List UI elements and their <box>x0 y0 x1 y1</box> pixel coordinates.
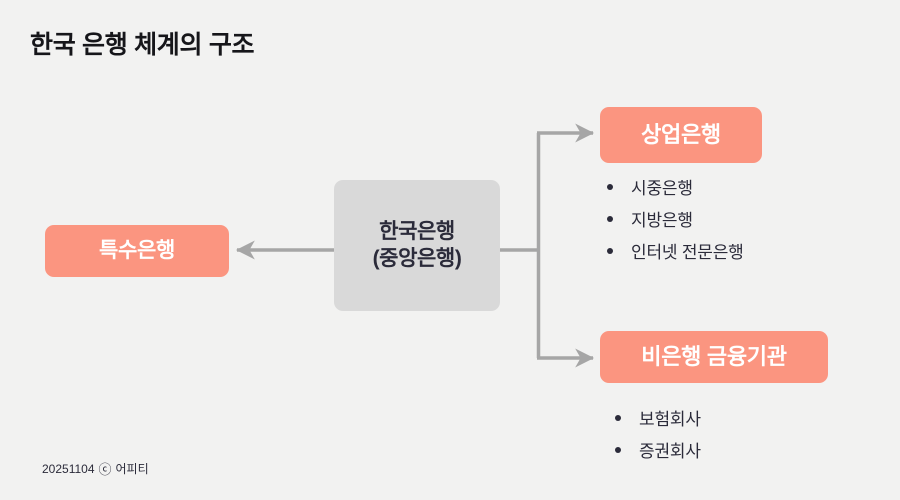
node-central-bank-line1: 한국은행 <box>379 219 455 243</box>
bullet-dot-icon <box>607 184 613 190</box>
list-item: 인터넷 전문은행 <box>607 238 744 263</box>
node-commercial-bank-label: 상업은행 <box>641 121 721 147</box>
bullet-dot-icon <box>615 447 621 453</box>
list-item-label: 증권회사 <box>639 442 701 461</box>
page-title: 한국 은행 체계의 구조 <box>30 31 255 59</box>
list-item: 지방은행 <box>607 206 744 231</box>
footer-date: 20251104 <box>42 461 95 476</box>
copyright-icon: ⓒ <box>98 462 112 477</box>
bullet-dot-icon <box>615 415 621 421</box>
node-special-bank[interactable]: 특수은행 <box>45 225 229 277</box>
list-item-label: 보험회사 <box>639 410 701 429</box>
list-item: 시중은행 <box>607 174 744 199</box>
commercial-bank-item-list: 시중은행 지방은행 인터넷 전문은행 <box>607 174 744 270</box>
bullet-dot-icon <box>607 216 613 222</box>
node-commercial-bank[interactable]: 상업은행 <box>600 107 762 163</box>
list-item-label: 시중은행 <box>631 179 693 198</box>
node-nonbank-institution-label: 비은행 금융기관 <box>641 343 787 369</box>
node-nonbank-institution[interactable]: 비은행 금융기관 <box>600 331 828 383</box>
list-item: 보험회사 <box>615 405 701 430</box>
footer-publisher: 어피티 <box>115 462 149 476</box>
nonbank-institution-item-list: 보험회사 증권회사 <box>615 405 701 469</box>
list-item-label: 인터넷 전문은행 <box>631 243 744 262</box>
list-item-label: 지방은행 <box>631 211 693 230</box>
footer-credit: 20251104 ⓒ 어피티 <box>42 459 149 478</box>
node-special-bank-label: 특수은행 <box>98 238 176 262</box>
list-item: 증권회사 <box>615 437 701 462</box>
node-central-bank[interactable]: 한국은행 (중앙은행) <box>334 180 500 311</box>
node-central-bank-line2: (중앙은행) <box>372 246 462 270</box>
bullet-dot-icon <box>607 248 613 254</box>
